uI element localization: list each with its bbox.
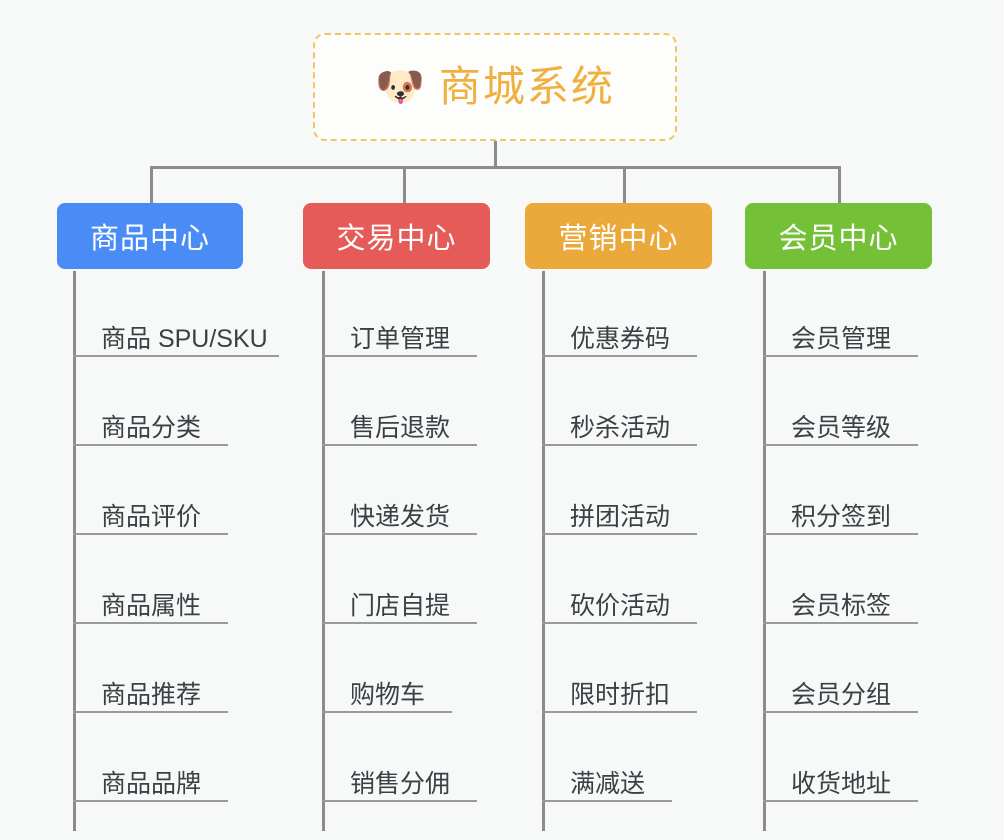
leaf-underline [763, 800, 918, 802]
leaf-underline [763, 355, 918, 357]
leaf-label: 砍价活动 [570, 592, 671, 620]
leaf-label: 销售分佣 [350, 770, 451, 798]
root-stem-connector [494, 141, 497, 169]
leaf-underline [763, 444, 918, 446]
leaf-label: 会员管理 [791, 325, 892, 353]
root-node[interactable]: 🐶 商城系统 [313, 33, 677, 141]
leaf-label: 拼团活动 [570, 503, 671, 531]
leaf-label: 订单管理 [350, 325, 451, 353]
leaf-underline [73, 800, 228, 802]
leaf-underline [322, 800, 477, 802]
leaf-underline [322, 622, 477, 624]
leaf-underline [542, 800, 672, 802]
branch-drop-connector-2 [403, 166, 406, 204]
leaf-underline [73, 533, 228, 535]
leaf-underline [322, 711, 452, 713]
leaf-underline [542, 533, 697, 535]
leaf-label: 优惠券码 [570, 325, 671, 353]
branch-header-trade[interactable]: 交易中心 [303, 203, 490, 269]
branch-drop-connector-1 [150, 166, 153, 204]
leaf-label: 售后退款 [350, 414, 451, 442]
root-bus-connector [150, 166, 840, 169]
leaf-underline [322, 533, 477, 535]
branch-trunk-trade [322, 271, 325, 831]
branch-header-marketing[interactable]: 营销中心 [525, 203, 712, 269]
leaf-label: 购物车 [350, 681, 426, 709]
root-title: 商城系统 [438, 63, 615, 110]
leaf-label: 商品 SPU/SKU [101, 325, 268, 353]
leaf-underline [73, 711, 228, 713]
leaf-underline [763, 622, 918, 624]
leaf-label: 商品品牌 [101, 770, 202, 798]
leaf-label: 会员标签 [791, 592, 892, 620]
leaf-label: 会员等级 [791, 414, 892, 442]
branch-trunk-member [763, 271, 766, 831]
branch-trunk-marketing [542, 271, 545, 831]
leaf-label: 门店自提 [350, 592, 451, 620]
leaf-label: 商品推荐 [101, 681, 202, 709]
leaf-underline [322, 355, 477, 357]
leaf-underline [73, 622, 228, 624]
branch-header-commodity[interactable]: 商品中心 [57, 203, 243, 269]
leaf-underline [542, 711, 697, 713]
leaf-label: 积分签到 [791, 503, 892, 531]
leaf-label: 快递发货 [350, 503, 451, 531]
branch-drop-connector-3 [623, 166, 626, 204]
leaf-underline [542, 355, 697, 357]
leaf-underline [542, 444, 697, 446]
leaf-label: 收货地址 [791, 770, 892, 798]
leaf-underline [73, 444, 228, 446]
leaf-label: 会员分组 [791, 681, 892, 709]
leaf-label: 商品属性 [101, 592, 202, 620]
branch-trunk-commodity [73, 271, 76, 831]
leaf-underline [763, 711, 918, 713]
leaf-underline [322, 444, 477, 446]
branch-header-member[interactable]: 会员中心 [745, 203, 932, 269]
leaf-underline [763, 533, 918, 535]
branch-drop-connector-4 [838, 166, 841, 204]
leaf-label: 秒杀活动 [570, 414, 671, 442]
leaf-underline [542, 622, 697, 624]
leaf-label: 限时折扣 [570, 681, 671, 709]
dog-face-icon: 🐶 [375, 65, 425, 109]
leaf-label: 商品分类 [101, 414, 202, 442]
leaf-label: 满减送 [570, 770, 646, 798]
leaf-underline [73, 355, 279, 357]
leaf-label: 商品评价 [101, 503, 202, 531]
